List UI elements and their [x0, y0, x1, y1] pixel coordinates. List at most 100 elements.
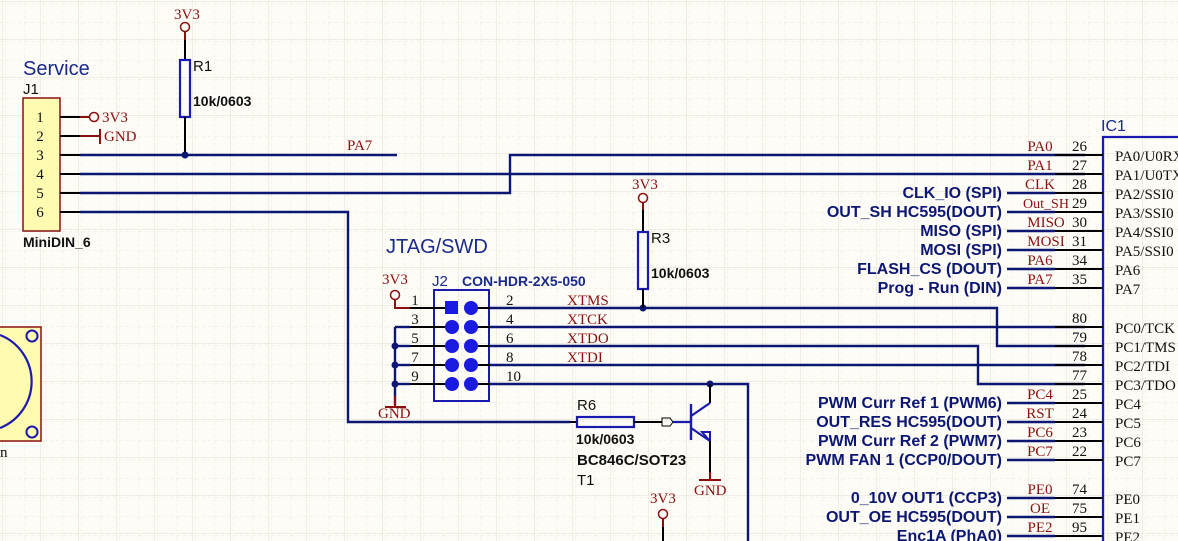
- ic1-pin-name: PE0: [1115, 492, 1140, 508]
- ic1-pin-number: 34: [1072, 253, 1088, 269]
- j1-pin[interactable]: 3: [36, 148, 80, 164]
- ic1-pin-name: PC7: [1115, 454, 1141, 470]
- ic1-microcontroller[interactable]: IC1 26PA0/U0RXPA027PA1/U0TXPA128PA2/SSI0…: [806, 118, 1178, 541]
- j1-pin[interactable]: 1: [36, 110, 80, 126]
- ic1-net-label: PC7: [1027, 444, 1053, 460]
- ic1-pin-name: PE2: [1115, 530, 1140, 541]
- j2-power: 3V3 GND: [378, 272, 411, 422]
- r1-3v3-label: 3V3: [174, 7, 200, 23]
- j2-left-pin-number: 3: [411, 312, 419, 328]
- ic1-pin-number: 22: [1072, 444, 1087, 460]
- ic1-pin-number: 79: [1072, 330, 1087, 346]
- pin-dot-icon: [464, 339, 478, 353]
- j2-net-label: XTCK: [567, 312, 608, 328]
- ic1-pin-name: PA4/SSI0: [1115, 225, 1174, 241]
- j2-left-pin-number: 7: [411, 350, 419, 366]
- j2-right-pin-number: 4: [506, 312, 514, 328]
- ic1-pin-number: 25: [1072, 387, 1087, 403]
- pin-dot-icon: [464, 377, 478, 391]
- ic1-net-label: MISO: [1027, 215, 1065, 231]
- r1-designator: R1: [193, 58, 212, 75]
- ic1-pin-name: PC0/TCK: [1115, 321, 1175, 337]
- j1-pin-number: 4: [36, 167, 44, 183]
- j1-pin[interactable]: 6: [36, 205, 80, 221]
- ic1-pin-number: 26: [1072, 139, 1088, 155]
- t1-gnd-label: GND: [694, 483, 727, 499]
- ic1-pin-number: 27: [1072, 158, 1088, 174]
- ic1-pin-name: PC4: [1115, 397, 1141, 413]
- ic1-net-label: OE: [1030, 501, 1050, 517]
- ic1-pin-name: PA6: [1115, 263, 1141, 279]
- ic1-pin-number: 78: [1072, 349, 1087, 365]
- j1-pin[interactable]: 2: [36, 129, 80, 145]
- ic1-net-label: PA0: [1027, 139, 1052, 155]
- j1-pin[interactable]: 4: [36, 167, 80, 183]
- r6-resistor[interactable]: R6 10k/0603: [570, 397, 674, 447]
- j1-pin[interactable]: 5: [36, 186, 80, 202]
- j1-pin-number: 5: [36, 186, 44, 202]
- signal-port-label: PWM Curr Ref 1 (PWM6): [818, 395, 1002, 412]
- j2-right-pin-number: 10: [506, 369, 521, 385]
- ic1-pin-number: 80: [1072, 311, 1087, 327]
- wires-j1: PA7: [80, 138, 1085, 424]
- j2-right-pin-number: 8: [506, 350, 514, 366]
- ic1-pin-name: PC6: [1115, 435, 1141, 451]
- r3-value: 10k/0603: [651, 265, 710, 281]
- wires-jtag: [490, 304, 1085, 541]
- ic1-net-label: PA1: [1027, 158, 1052, 174]
- ic1-pin-name: PA1/U0TX: [1115, 168, 1178, 184]
- j2-pin-row[interactable]: 3 4 XTCK: [395, 312, 608, 334]
- j1-gnd-label: GND: [104, 129, 137, 145]
- r6-designator: R6: [577, 397, 596, 414]
- ic1-net-label: PA6: [1027, 253, 1053, 269]
- pin-dot-icon: [445, 358, 459, 372]
- power-port-icon: [179, 21, 191, 33]
- power-port-icon: [88, 111, 100, 123]
- signal-port-label: Prog - Run (DIN): [878, 280, 1002, 297]
- ic1-pin-name: PC1/TMS: [1115, 340, 1176, 356]
- j1-pin-number: 1: [36, 110, 44, 126]
- ic1-net-label: PE2: [1027, 520, 1052, 536]
- left-partial-component[interactable]: n: [0, 326, 42, 461]
- ic1-net-label: PC6: [1027, 425, 1053, 441]
- r1-resistor[interactable]: 3V3 R1 10k/0603: [174, 7, 252, 155]
- ic1-pin-number: 74: [1072, 482, 1088, 498]
- ic1-pin-number: 30: [1072, 215, 1087, 231]
- j2-3v3-label: 3V3: [382, 272, 408, 288]
- t1-value: BC846C/SOT23: [577, 452, 686, 469]
- t1-transistor[interactable]: GND BC846C/SOT23 T1: [577, 384, 727, 499]
- pin1-square-icon: [445, 301, 458, 314]
- r3-designator: R3: [651, 230, 670, 247]
- j2-designator: J2: [432, 273, 448, 290]
- ic1-pin-number: 95: [1072, 520, 1087, 536]
- r3-resistor[interactable]: 3V3 R3 10k/0603: [632, 177, 710, 308]
- j2-right-pin-number: 6: [506, 331, 514, 347]
- ic1-pin-name: PC5: [1115, 416, 1141, 432]
- r6-value: 10k/0603: [576, 431, 635, 447]
